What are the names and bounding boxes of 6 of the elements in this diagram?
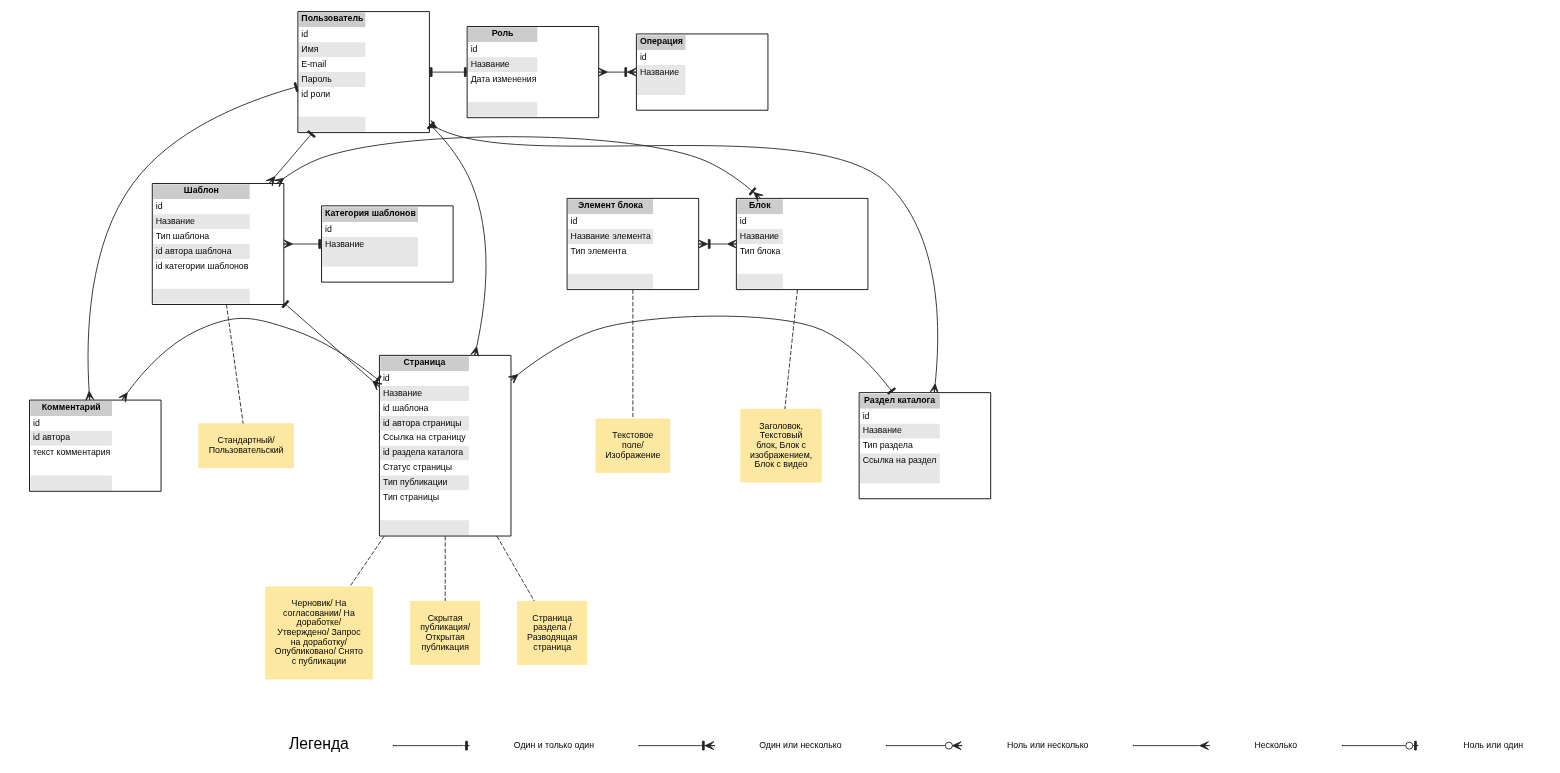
legend-label: Несколько: [1254, 739, 1298, 750]
legend-label: Ноль или один: [1463, 739, 1524, 750]
legend-label: Один и только один: [513, 739, 595, 750]
label: Легенда: [288, 735, 349, 753]
legend-label: Один или несколько: [759, 739, 842, 750]
legend-label: Ноль или несколько: [1006, 739, 1089, 750]
